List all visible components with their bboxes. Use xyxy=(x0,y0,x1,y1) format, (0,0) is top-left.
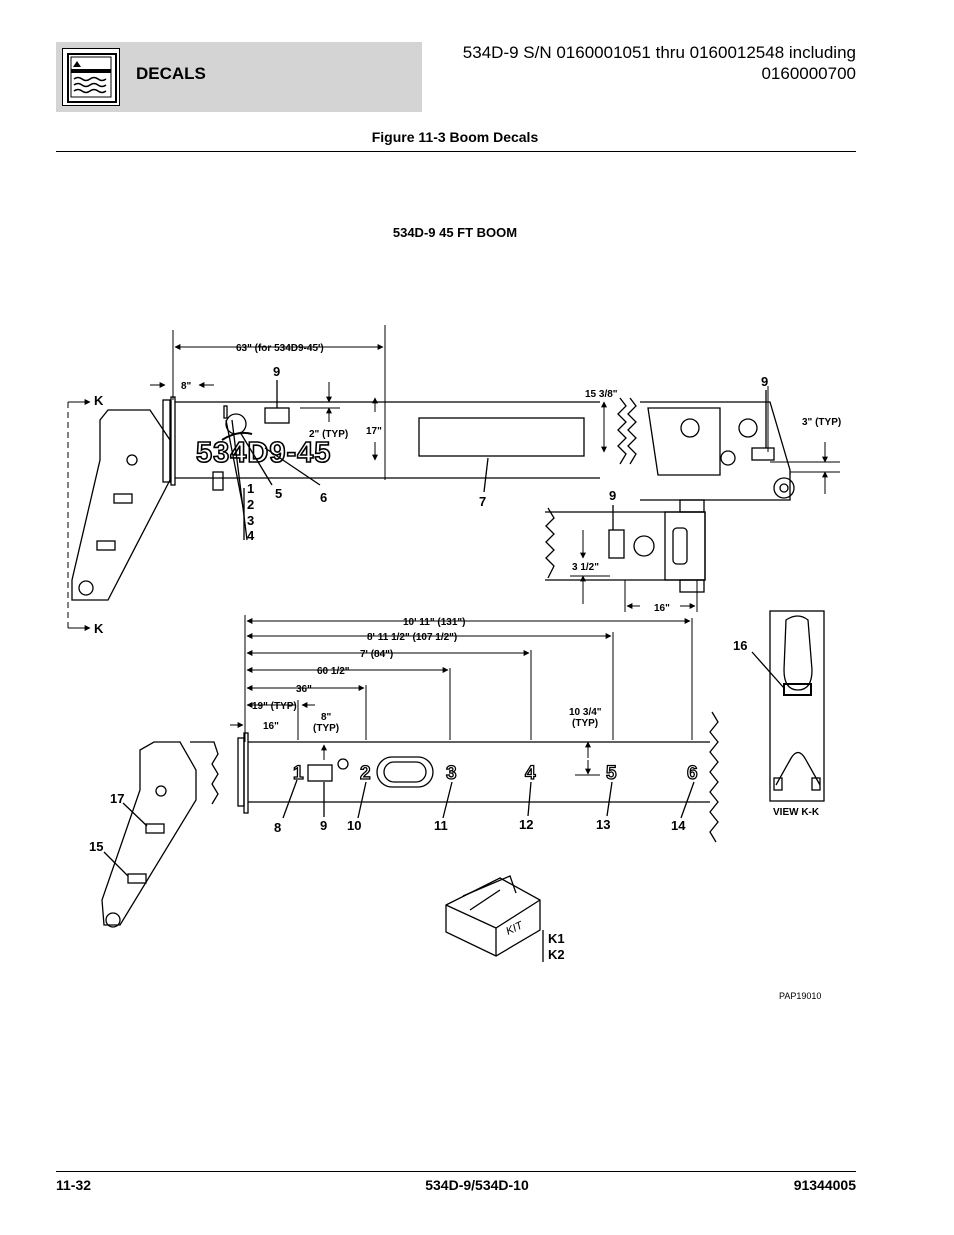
boom-pivot-bracket xyxy=(71,409,171,601)
boom-number-6: 6 xyxy=(687,763,698,784)
callout-7: 7 xyxy=(479,494,486,509)
boom-number-3: 3 xyxy=(446,763,457,784)
dim-3-1-2-in: 3 1/2" xyxy=(572,562,599,573)
view-marker-k-bottom: K xyxy=(94,621,104,636)
model-serial-line1: 534D-9 S/N 0160001051 thru 0160012548 in… xyxy=(462,43,856,62)
decal-7-outline xyxy=(418,417,585,457)
figure-title: Figure 11-3 Boom Decals xyxy=(371,129,539,145)
boom-number-1: 1 xyxy=(293,763,304,784)
dim-84-in: 7' (84") xyxy=(360,649,393,660)
callout-9-head: 9 xyxy=(761,374,768,389)
boom-subtitle: 534D-9 45 FT BOOM xyxy=(392,225,518,240)
callout-4: 4 xyxy=(247,528,255,543)
callout-14: 14 xyxy=(671,818,686,833)
dim-15-3-8-in: 15 3/8" xyxy=(585,389,618,400)
lower-pivot-bracket xyxy=(101,741,197,926)
callout-6: 6 xyxy=(320,490,327,505)
footer-rule xyxy=(56,1171,856,1172)
boom-number-decals: 1 2 3 4 5 6 xyxy=(292,762,698,784)
dim-8-typ-line2: (TYP) xyxy=(313,723,339,734)
footer-document-number: 91344005 xyxy=(793,1177,856,1193)
dim-17-in: 17" xyxy=(366,426,382,437)
model-serial-line2: 0160000700 xyxy=(761,64,856,83)
callout-2: 2 xyxy=(247,497,254,512)
kit-box-label: KIT xyxy=(504,919,526,938)
section-title: DECALS xyxy=(136,64,206,83)
page-number: 11-32 xyxy=(56,1177,92,1193)
footer-model: 534D-9/534D-10 xyxy=(425,1177,529,1193)
callout-16: 16 xyxy=(733,638,747,653)
decal-9-outline-d xyxy=(307,764,333,782)
boom-number-4: 4 xyxy=(525,763,536,784)
dim-107-in: 8' 11 1/2" (107 1/2") xyxy=(367,632,457,643)
dim-16-in-head: 16" xyxy=(654,603,670,614)
boom-number-2: 2 xyxy=(360,763,371,784)
decal-9-outline-c xyxy=(608,529,625,559)
boom-name-decal: 534D9-45 xyxy=(196,437,331,469)
callout-13: 13 xyxy=(596,817,610,832)
callout-17: 17 xyxy=(110,791,124,806)
dim-36-in: 36" xyxy=(296,684,312,695)
callout-11: 11 xyxy=(434,818,448,833)
callout-9-lower: 9 xyxy=(320,818,327,833)
boom-top-view xyxy=(101,711,719,928)
dim-8-in: 8" xyxy=(181,381,192,392)
dim-3-typ: 3" (TYP) xyxy=(802,417,841,428)
dim-16-in-base: 16" xyxy=(263,721,279,732)
view-k-k-detail xyxy=(769,610,825,802)
decals-section-icon xyxy=(62,48,120,106)
callout-9-top: 9 xyxy=(273,364,280,379)
callout-k1: K1 xyxy=(548,931,565,946)
dim-10-3-4-line2: (TYP) xyxy=(572,718,598,729)
decal-9-outline-a xyxy=(264,407,290,424)
callout-10: 10 xyxy=(347,818,361,833)
callout-5: 5 xyxy=(275,486,282,501)
decal-9-outline-b xyxy=(751,447,775,461)
dim-131-in: 10' 11" (131") xyxy=(403,617,465,628)
dim-10-3-4-line1: 10 3/4" xyxy=(569,707,602,718)
callout-12: 12 xyxy=(519,817,533,832)
callout-9-head-top: 9 xyxy=(609,488,616,503)
model-serial-title: 534D-9 S/N 0160001051 thru 0160012548 in… xyxy=(436,42,856,84)
boom-base-side-view xyxy=(71,396,795,601)
view-marker-k-top: K xyxy=(94,393,104,408)
callout-1: 1 xyxy=(247,481,254,496)
callout-3: 3 xyxy=(247,513,254,528)
dim-63-in: 63" (for 534D9-45') xyxy=(236,343,324,354)
dim-19-typ: 19" (TYP) xyxy=(252,701,297,712)
decal-kit-box xyxy=(445,875,544,962)
boom-number-5: 5 xyxy=(606,763,617,784)
dim-2-typ: 2" (TYP) xyxy=(309,429,348,440)
callout-15: 15 xyxy=(89,839,103,854)
part-code: PAP19010 xyxy=(779,991,821,1001)
callout-k2: K2 xyxy=(548,947,565,962)
dim-8-typ-line1: 8" xyxy=(321,712,332,723)
dim-60-in: 60 1/2" xyxy=(317,666,350,677)
view-k-k-label: VIEW K-K xyxy=(773,807,820,818)
header-rule xyxy=(56,151,856,152)
callout-8: 8 xyxy=(274,820,281,835)
